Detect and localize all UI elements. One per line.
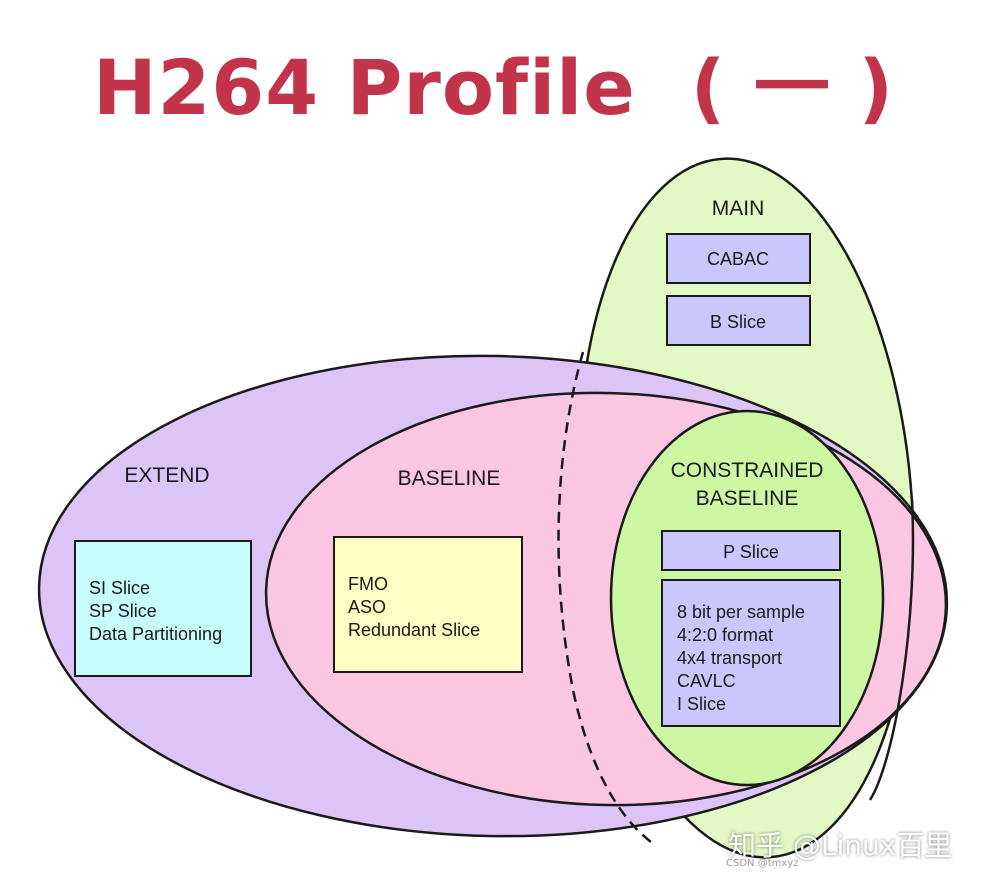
b-slice-box (666, 295, 811, 346)
cabac-box (666, 233, 811, 284)
transform-label: 4x4 transport (677, 648, 782, 668)
chroma-format-label: 4:2:0 format (677, 625, 773, 645)
b-slice-label: B Slice (710, 312, 766, 332)
si-slice-label: SI Slice (89, 578, 150, 598)
fmo-label: FMO (348, 574, 388, 594)
i-slice-label: I Slice (677, 694, 726, 714)
sp-slice-label: SP Slice (89, 601, 157, 621)
bit-depth-label: 8 bit per sample (677, 602, 805, 622)
baseline-features-box (333, 536, 523, 673)
aso-label: ASO (348, 597, 386, 617)
baseline-profile-label: BASELINE (398, 467, 501, 490)
redundant-slice-label: Redundant Slice (348, 620, 480, 640)
watermark: 知乎 @Linux百里 (728, 829, 953, 862)
watermark-sub: CSDN @tmxyz (726, 858, 799, 869)
data-partitioning-label: Data Partitioning (89, 624, 222, 644)
constrained-features-box (661, 579, 841, 727)
p-slice-label: P Slice (723, 542, 779, 562)
page-title: H264 Profile ( 一 ) (92, 43, 895, 132)
main-profile-outline-dashed (557, 351, 656, 847)
cavlc-label: CAVLC (677, 671, 736, 691)
p-slice-box (661, 530, 841, 571)
constrained-label-line1: CONSTRAINED (671, 459, 824, 482)
main-profile-label: MAIN (712, 197, 765, 220)
extend-features-box (74, 540, 252, 677)
main-profile-outline-lower (868, 499, 915, 801)
cabac-label: CABAC (707, 249, 769, 269)
extend-profile-label: EXTEND (124, 464, 209, 487)
constrained-label-line2: BASELINE (696, 487, 799, 510)
